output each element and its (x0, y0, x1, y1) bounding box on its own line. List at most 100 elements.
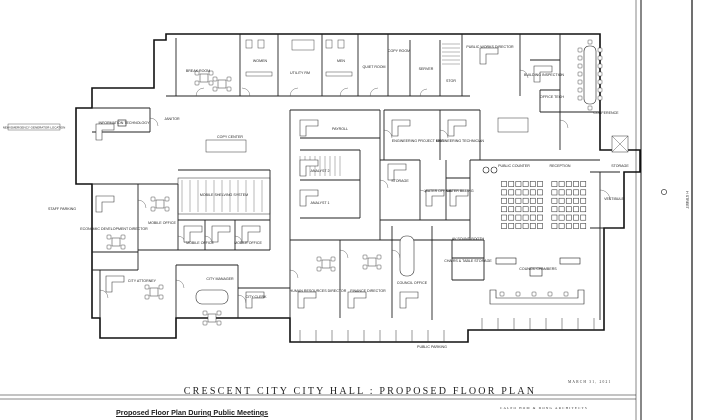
chamber-seat (580, 189, 587, 196)
label-break-room: BREAK ROOM (186, 69, 210, 73)
chamber-seat (508, 189, 515, 196)
chamber-seat (537, 197, 543, 204)
restroom-fixtures (245, 39, 353, 77)
chamber-seat (565, 197, 572, 204)
label-men: MEN (337, 59, 345, 63)
chamber-seat (515, 181, 522, 187)
label-janitor: JANITOR (164, 117, 180, 121)
chamber-seat (515, 197, 522, 204)
chamber-seat (558, 206, 565, 213)
chamber-seat (529, 189, 536, 196)
sheet-border (0, 0, 693, 420)
drawing-subtitle: Proposed Floor Plan During Public Meetin… (116, 408, 269, 417)
label-reception: RECEPTION (550, 164, 571, 168)
chamber-seat (558, 181, 565, 187)
label-vestibule: VESTIBULE (604, 197, 624, 201)
chamber-seat (522, 206, 529, 213)
drawing-date: MARCH 31, 2021 (568, 380, 612, 384)
chamber-seat (558, 197, 565, 204)
council-chamber-seating (501, 181, 587, 229)
label-city-clerk: CITY CLERK (245, 295, 267, 299)
chamber-seat (565, 214, 572, 221)
chamber-seat (558, 189, 565, 196)
label-utility-rm: UTILITY RM (290, 71, 310, 75)
chamber-seat (522, 223, 529, 229)
label-storage-mid: STORAGE (391, 179, 409, 183)
chamber-seat (558, 223, 565, 229)
chamber-seat (522, 197, 529, 204)
chamber-seat (551, 214, 558, 221)
label-finance-director: FINANCE DIRECTOR (350, 289, 386, 293)
label-analyst-1: ANALYST 1 (310, 201, 329, 205)
chamber-seat (565, 181, 572, 187)
chamber-seat (551, 197, 558, 204)
label-engineering-technician: ENGINEERING TECHNICIAN (436, 139, 484, 143)
title-block: MARCH 31, 2021 CRESCENT CITY CITY HALL :… (80, 374, 640, 420)
chamber-seat (515, 189, 522, 196)
chamber-seat (501, 214, 507, 221)
label-server: SERVER (419, 67, 434, 71)
chamber-seat (529, 223, 536, 229)
chamber-seat (565, 189, 572, 196)
chamber-seat (551, 181, 558, 187)
chamber-seat (551, 206, 558, 213)
label-public-parking: PUBLIC PARKING (417, 345, 447, 349)
label-mobile-office-1: MOBILE OFFICE (148, 221, 176, 225)
label-mobile-office-2: MOBILE OFFICE (186, 241, 214, 245)
label-women: WOMEN (253, 59, 268, 63)
chamber-seat (573, 206, 579, 213)
chamber-seat (522, 189, 529, 196)
label-public-counter: PUBLIC COUNTER (498, 164, 530, 168)
label-payroll: PAYROLL (332, 127, 348, 131)
council-dais (489, 257, 585, 305)
label-mobile-shelving-system: MOBILE SHELVING SYSTEM (200, 193, 248, 197)
chamber-seat (529, 197, 536, 204)
chamber-seat (573, 214, 579, 221)
chamber-seat (515, 223, 522, 229)
drawing-title: CRESCENT CITY CITY HALL : PROPOSED FLOOR… (183, 386, 537, 397)
chamber-seat (529, 214, 536, 221)
chamber-seat (537, 181, 543, 187)
conference-table (577, 39, 603, 111)
label-water-billing: WATER BILLING (446, 189, 474, 193)
label-chairs-table-storage: CHAIRS & TABLE STORAGE (444, 259, 492, 263)
chamber-seat (565, 223, 572, 229)
chamber-seat (573, 181, 579, 187)
chamber-seat (508, 214, 515, 221)
label-water-office: WATER OFFICE (425, 189, 452, 193)
label-city-manager: CITY MANAGER (206, 277, 234, 281)
generator-note-box (7, 123, 61, 131)
chamber-seat (501, 197, 507, 204)
room-labels: BREAK ROOM WOMEN UTILITY RM MEN QUIET RO… (3, 45, 689, 349)
label-office-tech: OFFICE TECH (540, 95, 564, 99)
label-city-attorney: CITY ATTORNEY (128, 279, 157, 283)
label-storage-right: STORAGE (611, 164, 629, 168)
chamber-seat (580, 206, 587, 213)
chamber-seat (515, 206, 522, 213)
chamber-seat (573, 189, 579, 196)
label-information-technology: INFORMATION TECHNOLOGY (99, 121, 151, 125)
interior-walls (92, 34, 620, 320)
label-mobile-office-3: MOBILE OFFICE (234, 241, 262, 245)
label-analyst-2: ANALYST 2 (310, 169, 329, 173)
label-copy-center: COPY CENTER (217, 135, 243, 139)
chamber-seat (529, 206, 536, 213)
chamber-seat (522, 181, 529, 187)
chamber-seat (580, 181, 587, 187)
label-stor: STOR (446, 79, 456, 83)
label-building-inspection: BUILDING INSPECTION (524, 73, 564, 77)
chamber-seat (558, 214, 565, 221)
label-council-chambers: COUNCIL CHAMBERS (519, 267, 557, 271)
chamber-seat (501, 206, 507, 213)
chamber-seat (573, 223, 579, 229)
chamber-seat (501, 223, 507, 229)
label-av-sound-booth: AV SOUND BOOTH (452, 237, 485, 241)
chamber-seat (522, 214, 529, 221)
chamber-seat (508, 197, 515, 204)
chamber-seat (508, 181, 515, 187)
chamber-seat (501, 181, 507, 187)
chamber-seat (537, 206, 543, 213)
chamber-seat (580, 214, 587, 221)
chamber-seat (573, 197, 579, 204)
